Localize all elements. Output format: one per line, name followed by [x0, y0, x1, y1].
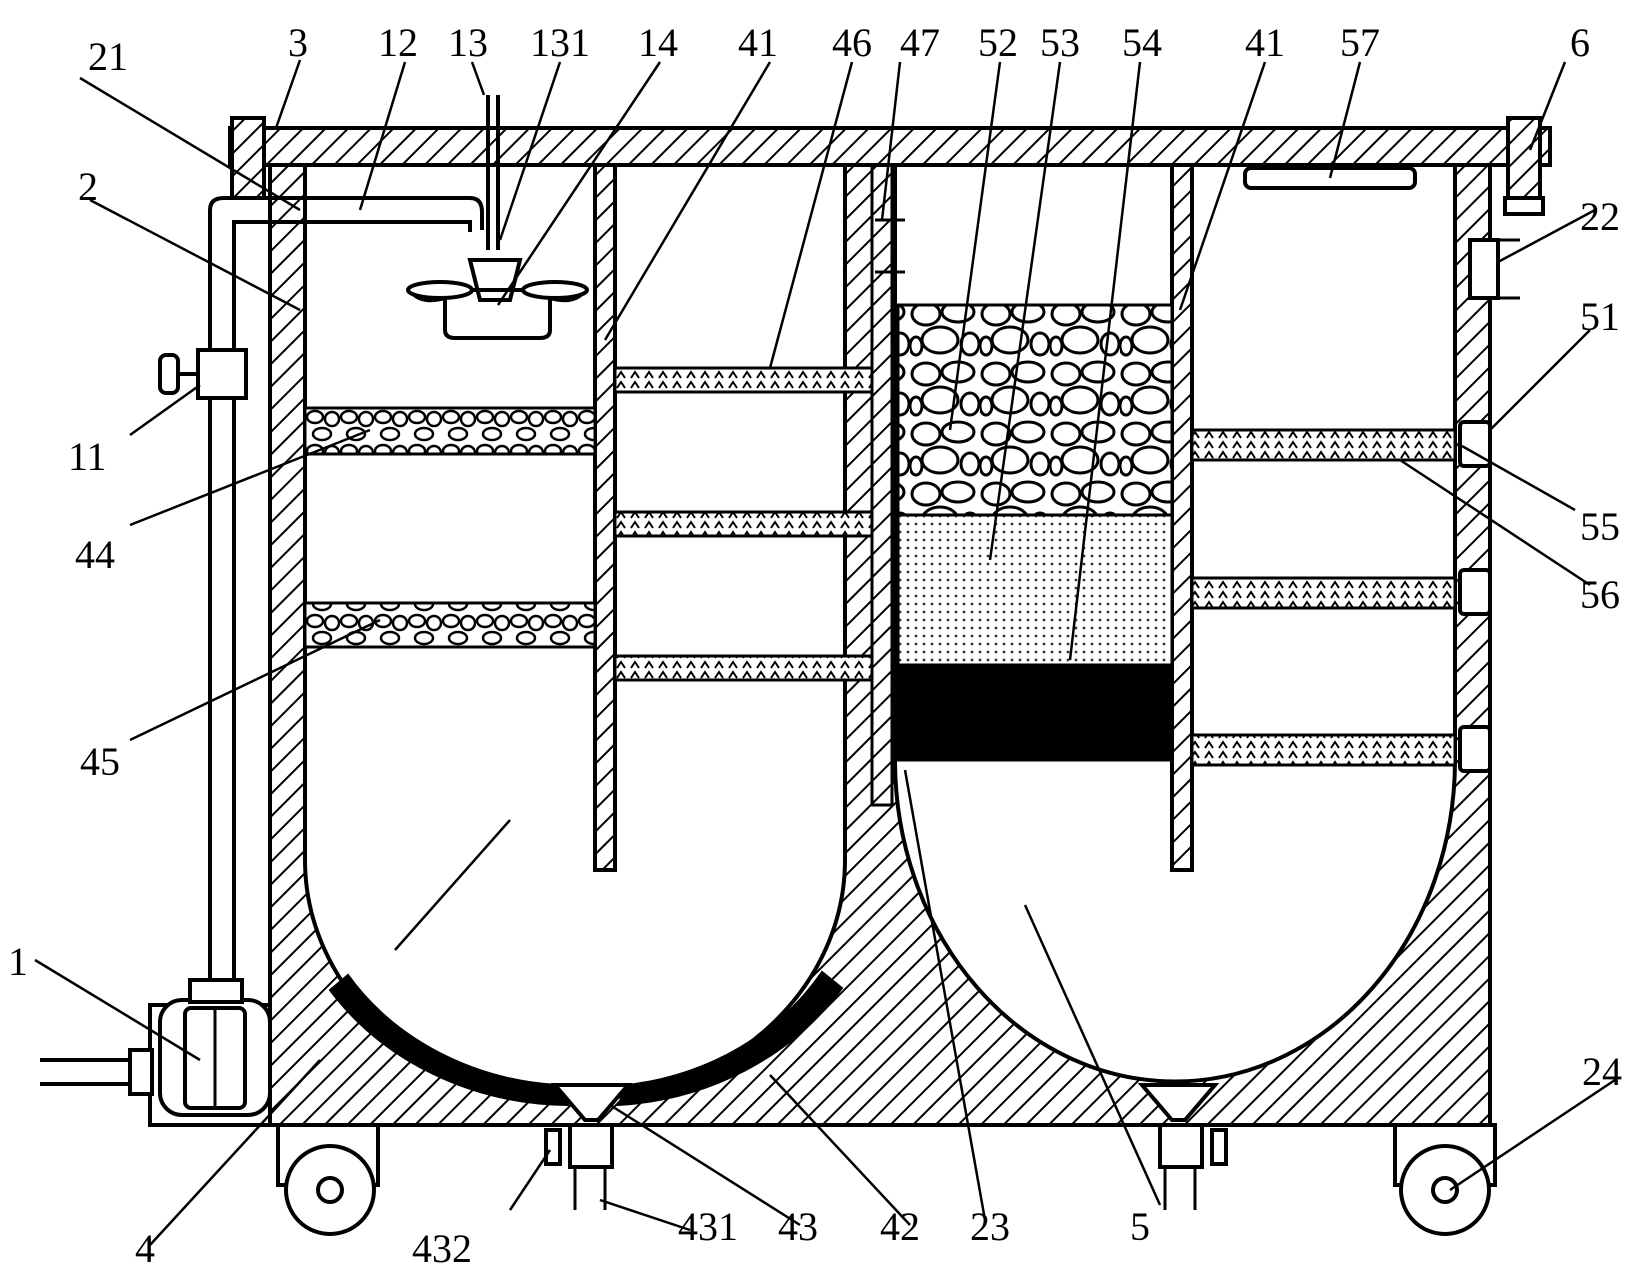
label-432: 432 — [412, 1226, 472, 1268]
baffle-right — [1170, 163, 1194, 872]
label-41a: 41 — [738, 20, 778, 65]
screen-handle-1[interactable] — [1458, 420, 1492, 468]
vent-22 — [1468, 238, 1500, 300]
sand-layer-53 — [896, 513, 1174, 667]
bottom-layer-42 — [328, 970, 844, 1107]
drain-funnel-left — [550, 1083, 633, 1122]
label-47: 47 — [900, 20, 940, 65]
label-54: 54 — [1122, 20, 1162, 65]
label-44: 44 — [75, 532, 115, 577]
label-45: 45 — [80, 739, 120, 784]
drain-valve-left[interactable] — [568, 1123, 614, 1169]
label-42: 42 — [880, 1204, 920, 1249]
drain-funnel-right — [1137, 1083, 1220, 1122]
label-55: 55 — [1580, 504, 1620, 549]
label-4: 4 — [135, 1226, 155, 1268]
label-56: 56 — [1580, 572, 1620, 617]
label-53: 53 — [1040, 20, 1080, 65]
filter-layer-45 — [303, 601, 597, 649]
label-431: 431 — [678, 1204, 738, 1249]
label-51: 51 — [1580, 294, 1620, 339]
baffle-left — [593, 163, 617, 872]
screen-2 — [1190, 576, 1457, 610]
part-labels: 21 3 12 13 131 14 41 46 47 52 53 54 41 5… — [8, 20, 1622, 1268]
label-11: 11 — [68, 434, 107, 479]
mesh-plate-1 — [613, 366, 874, 394]
screen-handle-3[interactable] — [1458, 725, 1492, 773]
label-13: 13 — [448, 20, 488, 65]
bolt-right — [1506, 116, 1542, 200]
mesh-plate-3 — [613, 654, 874, 682]
partition-wall — [870, 163, 894, 807]
label-46: 46 — [832, 20, 872, 65]
label-1: 1 — [8, 939, 28, 984]
screen-3 — [1190, 733, 1457, 767]
gravel-layer-52 — [896, 303, 1174, 517]
label-43: 43 — [778, 1204, 818, 1249]
mesh-plate-2 — [613, 510, 874, 538]
label-23: 23 — [970, 1204, 1010, 1249]
label-12: 12 — [378, 20, 418, 65]
wheel-left — [276, 1123, 380, 1236]
drain-valve-right[interactable] — [1158, 1123, 1204, 1169]
screen-1 — [1190, 428, 1457, 462]
carbon-layer-54 — [896, 663, 1174, 762]
label-5: 5 — [1130, 1204, 1150, 1249]
label-14: 14 — [638, 20, 678, 65]
wheel-right — [1393, 1123, 1497, 1236]
label-24: 24 — [1582, 1049, 1622, 1094]
label-22: 22 — [1580, 194, 1620, 239]
label-6: 6 — [1570, 20, 1590, 65]
bolt-right-nut — [1503, 196, 1545, 216]
pipe-12 — [208, 196, 484, 980]
label-57: 57 — [1340, 20, 1380, 65]
label-41b: 41 — [1245, 20, 1285, 65]
filter-layer-44 — [303, 406, 597, 456]
label-2: 2 — [78, 164, 98, 209]
label-3: 3 — [288, 20, 308, 65]
valve-11[interactable] — [196, 348, 248, 400]
screen-handle-2[interactable] — [1458, 568, 1492, 616]
leader-lines — [34, 59, 1616, 1246]
label-131: 131 — [530, 20, 590, 65]
label-52: 52 — [978, 20, 1018, 65]
label-21: 21 — [88, 34, 128, 79]
